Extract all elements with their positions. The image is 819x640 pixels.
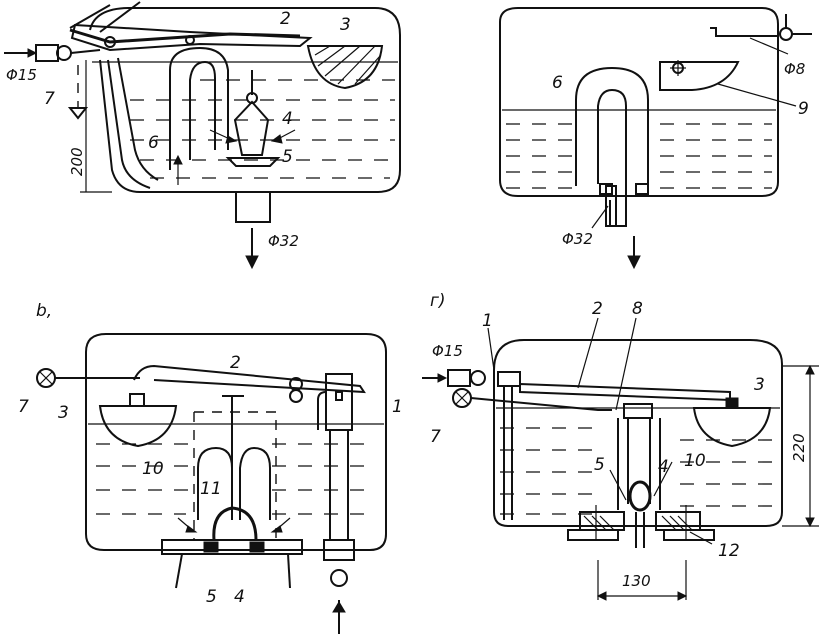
panel-v-outlet-diameter: Φ32 — [562, 230, 593, 248]
panel-a-float-hatch — [314, 45, 381, 85]
panel-a-outlet-pipe — [235, 192, 271, 223]
panel-b-label-7: 7 — [18, 397, 29, 417]
panel-g-label-1: 1 — [482, 311, 493, 331]
panel-v-siphon-tube — [575, 66, 649, 186]
panel-g-inlet-diameter: Φ15 — [432, 342, 463, 360]
panel-b-label-2: 2 — [230, 353, 241, 373]
panel-a-label-5: 5 — [282, 147, 293, 167]
panel-g-width-dim: 130 — [622, 572, 651, 590]
panel-a-float — [306, 45, 384, 90]
panel-a-valve-seat — [225, 157, 281, 167]
panel-g-height-dim: 220 — [790, 433, 808, 462]
panel-a-lever-body — [70, 23, 313, 52]
panel-a-label-7: 7 — [44, 89, 55, 109]
panel-a-label-4: 4 — [282, 109, 293, 129]
panel-a-tank-diagram: 2 3 4 5 6 7 Φ15 Φ32 200 — [4, 1, 401, 270]
panel-b-label-10: 10 — [142, 459, 164, 479]
panel-g-water-hatching — [500, 427, 776, 515]
panel-v-water-hatching — [506, 123, 772, 189]
panel-a-siphon-tube — [169, 46, 229, 170]
panel-g-tank-diagram: г) — [422, 291, 819, 601]
panel-b-valve-seat — [161, 539, 303, 555]
panel-b-water-hatching — [96, 443, 370, 515]
panel-a-label-6: 6 — [148, 133, 159, 153]
panel-a-label-2: 2 — [280, 9, 291, 29]
panel-g-inlet-fitting — [447, 369, 471, 387]
panel-g-lever-arm — [519, 382, 731, 402]
panel-g-label-3: 3 — [754, 375, 765, 395]
panel-v-label-6: 6 — [552, 73, 563, 93]
panel-b-fill-valve — [325, 373, 353, 431]
panel-a-label-3: 3 — [340, 15, 351, 35]
panel-b-flush-valve — [212, 506, 258, 541]
panel-a-height-dim: 200 — [68, 147, 86, 176]
panel-g-label-12: 12 — [718, 541, 740, 561]
panel-g-float — [692, 407, 772, 448]
panel-g-label-2: 2 — [592, 299, 603, 319]
panel-g-label-8: 8 — [632, 299, 643, 319]
panel-b-label-1: 1 — [392, 397, 403, 417]
panel-a-tank-outline — [89, 7, 401, 193]
panel-b-label: b, — [36, 301, 52, 321]
panel-v-float — [659, 61, 740, 91]
panel-v-inlet-diameter: Φ8 — [784, 60, 805, 78]
panel-v-tank-diagram: 6 9 Φ8 Φ32 — [499, 7, 812, 270]
panel-b-label-5: 5 — [206, 587, 217, 607]
panel-v-tank-outline — [499, 7, 779, 197]
panel-g-tank-outline — [493, 339, 783, 527]
panel-b-label-11: 11 — [200, 479, 222, 499]
panel-b-float — [98, 405, 178, 448]
panel-g-label-4: 4 — [658, 457, 669, 477]
panel-a-inlet-diameter: Φ15 — [6, 66, 37, 84]
panel-v-label-9: 9 — [798, 99, 809, 119]
panel-a-inlet-fitting — [35, 44, 59, 62]
panel-g-label-10: 10 — [684, 451, 706, 471]
panel-a-water-hatching — [130, 79, 395, 179]
panel-a-outlet-diameter: Φ32 — [268, 232, 299, 250]
panel-a-valve-bell — [233, 100, 270, 156]
panel-g-label: г) — [430, 291, 446, 311]
panel-g-label-7: 7 — [430, 427, 441, 447]
panel-b-tank-diagram: b, — [18, 301, 403, 634]
panel-b-label-4: 4 — [234, 587, 245, 607]
panel-g-flush-valve — [628, 480, 652, 512]
panel-b-label-3: 3 — [58, 403, 69, 423]
panel-b-lever-arm — [133, 364, 366, 394]
panel-b-tank-outline — [85, 333, 387, 551]
panel-g-label-5: 5 — [594, 455, 605, 475]
